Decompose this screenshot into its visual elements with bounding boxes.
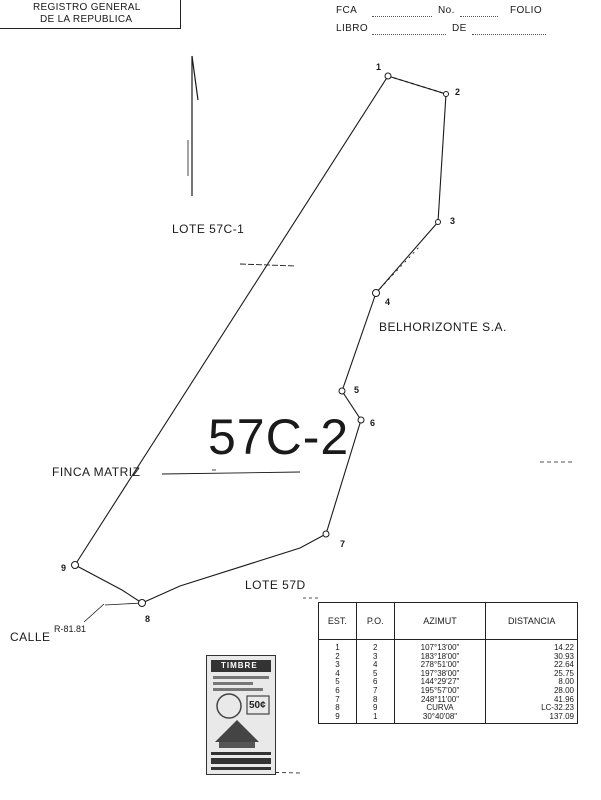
cell-po: 7 — [355, 686, 395, 696]
calle-radius-leader — [104, 602, 143, 606]
cell-est: 1 — [318, 639, 357, 653]
point-marker-1 — [384, 72, 392, 80]
calle-leader — [83, 603, 105, 623]
cell-po: 1 — [355, 712, 395, 725]
point-label-5: 5 — [354, 385, 360, 395]
cell-distancia: LC-32.23 — [485, 704, 578, 713]
libro-blank — [372, 24, 446, 35]
lote-south-label: LOTE 57D — [245, 578, 306, 592]
point-label-2: 2 — [455, 87, 461, 97]
cell-po: 9 — [355, 704, 395, 713]
point-marker-5 — [338, 387, 346, 395]
cell-est: 7 — [318, 695, 357, 705]
table-row: 4 5 197°38'00" 25.75 — [318, 669, 578, 679]
table-row: 1 2 107°13'00" 14.22 — [318, 639, 578, 653]
lot-boundary — [74, 75, 447, 604]
table-row: 7 8 248°11'00" 41.96 — [318, 695, 578, 705]
table-row: 6 7 195°57'00" 28.00 — [318, 686, 578, 696]
de-blank — [472, 24, 546, 35]
edge-1-2 — [387, 75, 447, 95]
cell-est: 6 — [318, 686, 357, 696]
cell-po: 2 — [355, 639, 395, 653]
lote-north-label: LOTE 57C-1 — [172, 222, 245, 236]
cell-est: 4 — [318, 669, 357, 679]
point-label-6: 6 — [370, 418, 376, 428]
point-label-3: 3 — [450, 216, 456, 226]
point-label-7: 7 — [340, 539, 346, 549]
point-label-9: 9 — [61, 563, 67, 573]
point-marker-2 — [443, 91, 449, 97]
finca-matriz-label: FINCA MATRIZ — [52, 465, 141, 479]
point-marker-6 — [357, 416, 365, 424]
point-marker-8 — [138, 599, 146, 607]
neighbor-east-label: BELHORIZONTE S.A. — [379, 320, 507, 334]
cell-po: 8 — [355, 695, 395, 705]
registry-title-line1: REGISTRO GENERAL — [33, 2, 141, 13]
cell-est: 3 — [318, 661, 357, 670]
header-po: P.O. — [355, 602, 395, 640]
finca-blank — [372, 6, 432, 17]
table-row: 2 3 183°18'00" 30.93 — [318, 652, 578, 662]
cell-azimut: 30°40'08" — [393, 712, 487, 725]
table-row: 9 1 30°40'08" 137.09 — [318, 712, 578, 725]
cell-est: 2 — [318, 652, 357, 662]
cell-est: 8 — [318, 704, 357, 713]
point-marker-7 — [322, 530, 330, 538]
point-marker-3 — [435, 219, 441, 225]
table-header-row: EST. P.O. AZIMUT DISTANCIA — [318, 602, 578, 640]
finca-label: FCA — [336, 5, 358, 16]
cell-distancia: 137.09 — [485, 712, 578, 725]
north-arrow-head — [191, 55, 199, 101]
cell-po: 5 — [355, 669, 395, 679]
registry-title-line2: DE LA REPUBLICA — [40, 14, 133, 25]
dashed-adjacent-west — [239, 263, 297, 267]
libro-label: LIBRO — [336, 23, 369, 34]
cell-distancia: 22.64 — [485, 661, 578, 670]
cell-distancia: 14.22 — [485, 639, 578, 653]
cell-po: 3 — [355, 652, 395, 662]
table-row: 5 6 144°29'27" 8.00 — [318, 678, 578, 687]
point-label-4: 4 — [385, 297, 391, 307]
cell-po: 4 — [355, 661, 395, 670]
calle-radius-label: R-81.81 — [54, 624, 87, 634]
stamp-title: TIMBRE — [221, 661, 258, 670]
stamp-value: 50¢ — [249, 700, 266, 711]
cell-est: 9 — [318, 712, 357, 725]
survey-table: EST. P.O. AZIMUT DISTANCIA 1 2 107°13'00… — [318, 602, 578, 725]
header-azimut: AZIMUT — [393, 602, 487, 640]
point-marker-9 — [71, 561, 79, 569]
cell-distancia: 28.00 — [485, 686, 578, 696]
lot-id-label: 57C-2 — [208, 409, 350, 465]
header-distancia: DISTANCIA — [485, 602, 578, 640]
cell-distancia: 30.93 — [485, 652, 578, 662]
revenue-stamp-image — [207, 656, 275, 774]
number-blank — [460, 6, 498, 17]
number-label: No. — [438, 5, 455, 16]
finca-matriz-leader — [161, 471, 301, 475]
cell-distancia: 41.96 — [485, 695, 578, 705]
registry-box — [0, 0, 181, 29]
cell-distancia: 8.00 — [485, 678, 578, 687]
calle-label: CALLE — [10, 630, 51, 644]
cell-distancia: 25.75 — [485, 669, 578, 679]
header-est: EST. — [318, 602, 357, 640]
table-row: 8 9 CURVA LC-32.23 — [318, 704, 578, 713]
point-marker-4 — [372, 289, 380, 297]
cell-est: 5 — [318, 678, 357, 687]
cell-azimut: 107°13'00" — [393, 639, 487, 653]
point-label-1: 1 — [376, 62, 382, 72]
point-label-8: 8 — [145, 614, 151, 624]
folio-label: FOLIO — [510, 5, 543, 16]
de-label: DE — [452, 23, 467, 34]
revenue-stamp: TIMBRE 50¢ — [206, 655, 276, 775]
table-row: 3 4 278°51'00" 22.64 — [318, 661, 578, 670]
cell-po: 6 — [355, 678, 395, 687]
